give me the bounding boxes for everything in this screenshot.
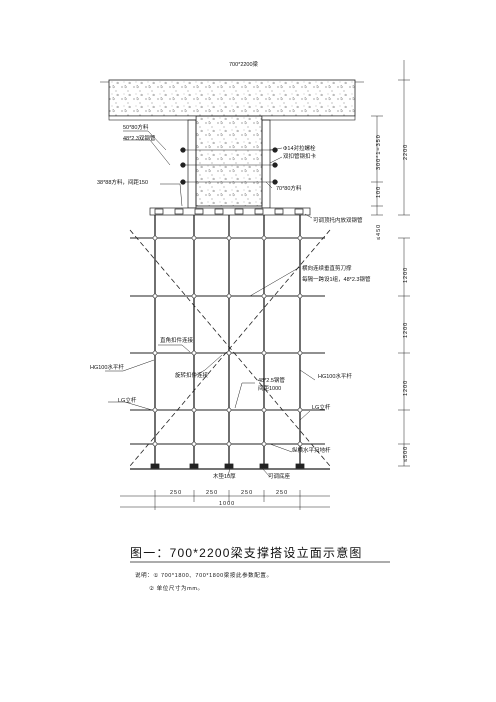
vertical-poles [154, 215, 301, 466]
leader-lines [105, 130, 316, 478]
dim-2200: 2200 [403, 144, 409, 160]
dimension-right [371, 60, 410, 467]
dim-1200-c: 1200 [403, 380, 409, 396]
label-bolt: Φ14对拉螺栓 [283, 144, 316, 152]
label-pole-clip: 直角扣件连接 [160, 336, 194, 344]
scissor-braces [129, 229, 331, 467]
concrete-slab [100, 79, 364, 207]
label-lg-left: LG立杆 [118, 396, 137, 404]
label-hg-right: HG100水平杆 [318, 372, 352, 380]
dim-100: 100 [376, 186, 382, 198]
label-beam: 700*2200梁 [229, 60, 259, 68]
label-pipe-mid: 48*2.5钢管 [258, 376, 285, 384]
dim-bottom-total: 1000 [219, 501, 235, 507]
note-1: 说明：① 700*1800、700*1800梁按此参数配置。 [135, 571, 273, 579]
label-hg-left: HG100水平杆 [90, 363, 124, 371]
label-clip: 双扣管钢扣卡 [283, 152, 317, 160]
dim-le450: ≤450 [376, 224, 382, 240]
label-scissor-note: 每隔一跨设1组，48*2.3钢管 [302, 275, 371, 283]
dim-bottom-2: 250 [206, 490, 218, 496]
label-sweep-pole: 纵横水平扫地杆 [292, 446, 331, 454]
label-scissor-brace: 横向连续垂直剪刀撑 [302, 264, 352, 272]
dim-le500: ≤500 [403, 446, 409, 462]
dim-300x1: 300*1=350 [376, 134, 382, 170]
label-base: 可调底座 [268, 472, 291, 480]
label-rotate-clip: 旋转扣件连接 [175, 371, 209, 379]
bottom-purlins [149, 207, 311, 216]
dim-1200-b: 1200 [403, 322, 409, 338]
label-pipe-mid-spacing: 间距1000 [258, 384, 281, 392]
tie-bolts [180, 147, 278, 185]
figure-title: 图一：700*2200梁支撑搭设立面示意图 [130, 545, 363, 560]
label-purlin-top: 50*80方料 [123, 123, 149, 131]
dim-bottom-1: 250 [170, 490, 182, 496]
slab-formwork [108, 115, 356, 121]
label-bottom-wood: 38*88方料，间距150 [97, 178, 148, 186]
label-lg-right: LG立杆 [312, 403, 331, 411]
label-side-wood: 70*80方料 [276, 184, 302, 192]
dim-1200-a: 1200 [403, 267, 409, 283]
note-2: ② 单位尺寸为mm。 [149, 584, 204, 592]
label-steel-pipe-main: 48*2.3双钢管 [123, 134, 156, 142]
dim-bottom-4: 250 [276, 490, 288, 496]
label-top-support: 可调顶托内放双钢管 [313, 216, 363, 224]
label-slab: 木垫10厚 [213, 472, 236, 480]
joint-markers [152, 235, 303, 447]
dim-bottom-3: 250 [241, 490, 253, 496]
dimension-bottom [120, 490, 330, 510]
